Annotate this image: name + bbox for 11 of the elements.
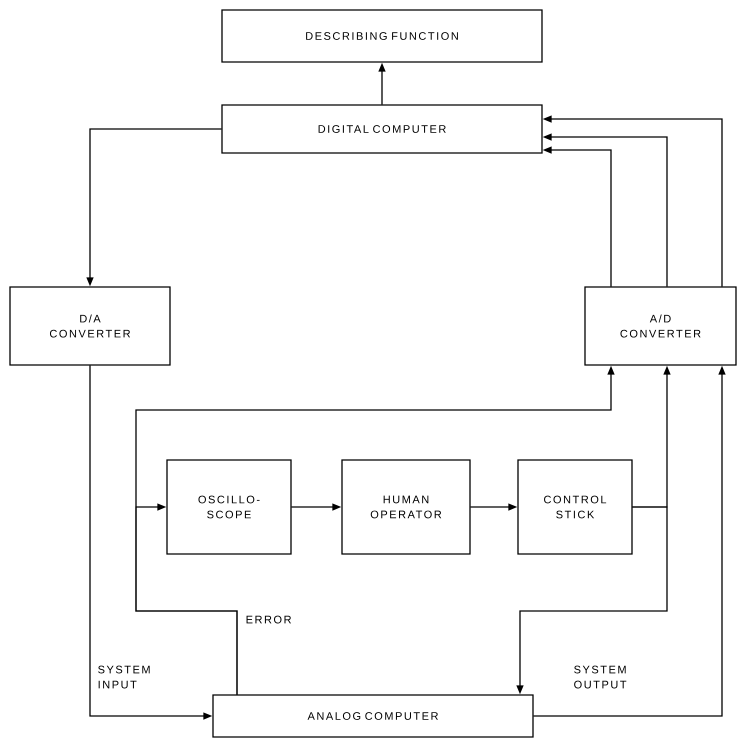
block-box: DIGITAL COMPUTER [221,104,543,154]
edge-label: SYSTEM INPUT [98,666,150,688]
block-box: D/A CONVERTER [9,286,171,366]
block-box: A/D CONVERTER [584,286,737,366]
block-box: OSCILLO- SCOPE [166,459,292,555]
block-box: ANALOG COMPUTER [212,694,534,738]
block-box: HUMAN OPERATOR [341,459,471,555]
block-box: DESCRIBING FUNCTION [221,9,543,63]
block-box: CONTROL STICK [517,459,633,555]
edge-label: SYSTEM OUTPUT [574,666,626,688]
edge-label: ERROR [246,616,291,624]
